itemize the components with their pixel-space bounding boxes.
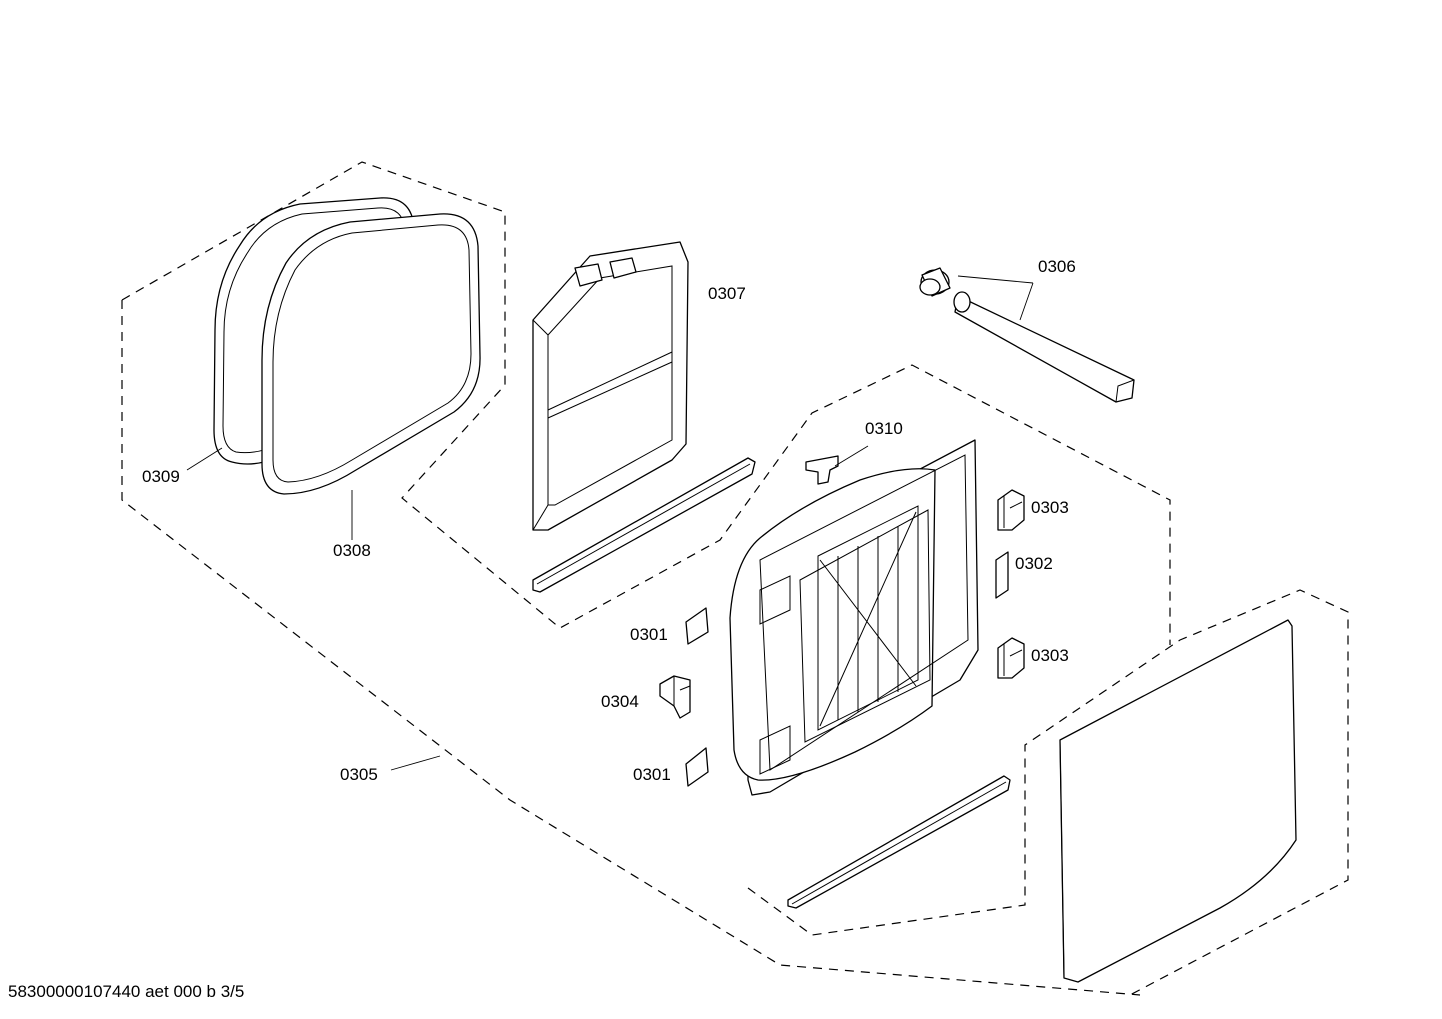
- hinge-0303-upper: [997, 489, 1025, 531]
- rail-upper: [532, 457, 756, 593]
- knob-0310: [805, 455, 839, 485]
- pad-0301-upper: [685, 607, 709, 645]
- hinge-0303-lower: [997, 637, 1025, 679]
- label-0307: 0307: [708, 284, 746, 303]
- drawing-reference: 58300000107440 aet 000 b 3/5: [8, 982, 244, 1001]
- hose-0306: [919, 267, 1135, 403]
- label-0304: 0304: [601, 692, 639, 711]
- assembly-outline-0305: [121, 161, 1349, 996]
- label-0306: 0306: [1038, 257, 1076, 276]
- rail-lower: [787, 775, 1011, 909]
- door-frame: [729, 439, 979, 796]
- label-0309: 0309: [142, 467, 180, 486]
- label-0303-lower: 0303: [1031, 646, 1069, 665]
- door-seal-0308: [261, 213, 481, 495]
- label-0305: 0305: [340, 765, 378, 784]
- bracket-0304: [659, 675, 691, 719]
- leader-lines: [186, 275, 1034, 771]
- pad-0301-lower: [685, 747, 709, 787]
- label-0303-upper: 0303: [1031, 498, 1069, 517]
- label-0301-lower: 0301: [633, 765, 671, 784]
- lint-filter-0307: [532, 241, 689, 531]
- label-0308: 0308: [333, 541, 371, 560]
- label-0301-upper: 0301: [630, 625, 668, 644]
- strip-0302: [995, 551, 1009, 599]
- front-panel: [1059, 619, 1297, 983]
- label-0310: 0310: [865, 419, 903, 438]
- label-0302: 0302: [1015, 554, 1053, 573]
